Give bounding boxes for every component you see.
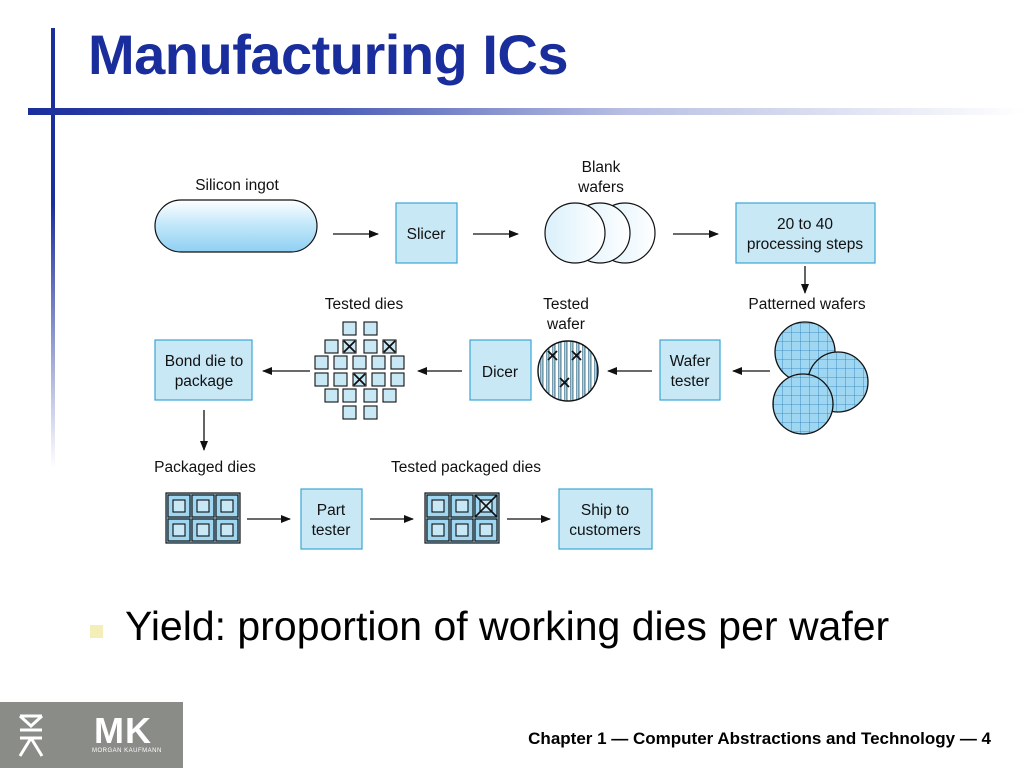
packaged-die bbox=[191, 494, 215, 518]
packaged-die bbox=[450, 518, 474, 542]
label-slicer: Slicer bbox=[407, 226, 446, 243]
packaged-die bbox=[474, 518, 498, 542]
die bbox=[363, 339, 378, 354]
die bbox=[363, 405, 378, 420]
label-tested-packaged-dies: Tested packaged dies bbox=[391, 459, 541, 476]
label-processing-2: processing steps bbox=[747, 236, 864, 253]
label-ship-2: customers bbox=[569, 522, 641, 539]
slide-title: Manufacturing ICs bbox=[88, 23, 568, 86]
bullet-marker bbox=[90, 625, 103, 638]
die bbox=[371, 355, 386, 370]
packaged-die bbox=[191, 518, 215, 542]
tested-packaged-dies bbox=[424, 492, 500, 544]
label-tested-wafer-2: wafer bbox=[546, 316, 585, 333]
silicon-ingot bbox=[154, 199, 318, 253]
packaged-die bbox=[167, 518, 191, 542]
die bbox=[342, 388, 357, 403]
title-underline bbox=[28, 108, 1024, 115]
ship-to-customers-box bbox=[558, 488, 653, 550]
blank-wafers bbox=[544, 202, 656, 264]
label-blank-wafers-1: Blank bbox=[582, 159, 621, 176]
slide-accent-bar bbox=[51, 28, 55, 468]
tested-dies-grid bbox=[314, 321, 405, 420]
part-tester-box bbox=[300, 488, 363, 550]
label-wafer-tester-1: Wafer bbox=[670, 353, 711, 370]
footer-chapter: Chapter 1 — Computer Abstractions and Te… bbox=[528, 729, 991, 748]
failed-die bbox=[382, 339, 397, 354]
die bbox=[314, 372, 329, 387]
label-processing-1: 20 to 40 bbox=[777, 216, 833, 233]
packaged-die bbox=[167, 494, 191, 518]
publisher-logo bbox=[0, 702, 183, 768]
failed-die bbox=[352, 372, 367, 387]
label-part-tester-2: tester bbox=[312, 522, 351, 539]
tested-wafer bbox=[537, 340, 599, 402]
die bbox=[352, 355, 367, 370]
label-part-tester-1: Part bbox=[317, 502, 346, 519]
failed-die bbox=[342, 339, 357, 354]
packaged-die bbox=[426, 518, 450, 542]
label-silicon-ingot: Silicon ingot bbox=[195, 177, 279, 194]
failed-packaged-die bbox=[474, 494, 498, 518]
label-patterned-wafers: Patterned wafers bbox=[748, 296, 865, 313]
bond-die-box bbox=[154, 339, 253, 401]
label-dicer: Dicer bbox=[482, 364, 518, 381]
packaged-die bbox=[450, 494, 474, 518]
processing-steps-box bbox=[735, 202, 876, 264]
die bbox=[390, 372, 405, 387]
logo-mark: MK bbox=[94, 710, 152, 751]
patterned-wafers bbox=[772, 321, 869, 435]
die bbox=[333, 372, 348, 387]
die bbox=[342, 405, 357, 420]
label-tested-wafer-1: Tested bbox=[543, 296, 589, 313]
label-blank-wafers-2: wafers bbox=[577, 179, 624, 196]
die bbox=[371, 372, 386, 387]
label-packaged-dies: Packaged dies bbox=[154, 459, 256, 476]
die bbox=[390, 355, 405, 370]
label-bond-2: package bbox=[175, 373, 234, 390]
die bbox=[324, 339, 339, 354]
packaged-dies bbox=[165, 492, 241, 544]
label-tested-dies: Tested dies bbox=[325, 296, 404, 313]
label-ship-1: Ship to bbox=[581, 502, 629, 519]
wafer-tester-box bbox=[659, 339, 721, 401]
die bbox=[314, 355, 329, 370]
die bbox=[324, 388, 339, 403]
label-wafer-tester-2: tester bbox=[671, 373, 710, 390]
bullet-yield: Yield: proportion of working dies per wa… bbox=[125, 603, 890, 649]
packaged-die bbox=[426, 494, 450, 518]
ic-manufacturing-diagram: Silicon ingot Slicer Blank wafers 20 to … bbox=[154, 159, 876, 550]
die bbox=[363, 321, 378, 336]
die bbox=[382, 388, 397, 403]
die bbox=[333, 355, 348, 370]
mk-vertical-logo-icon bbox=[18, 714, 44, 757]
die bbox=[342, 321, 357, 336]
packaged-die bbox=[215, 518, 239, 542]
label-bond-1: Bond die to bbox=[165, 353, 243, 370]
die bbox=[363, 388, 378, 403]
packaged-die bbox=[215, 494, 239, 518]
slicer-box bbox=[395, 202, 458, 264]
logo-publisher: MORGAN KAUFMANN bbox=[92, 748, 162, 754]
dicer-box bbox=[469, 339, 532, 401]
